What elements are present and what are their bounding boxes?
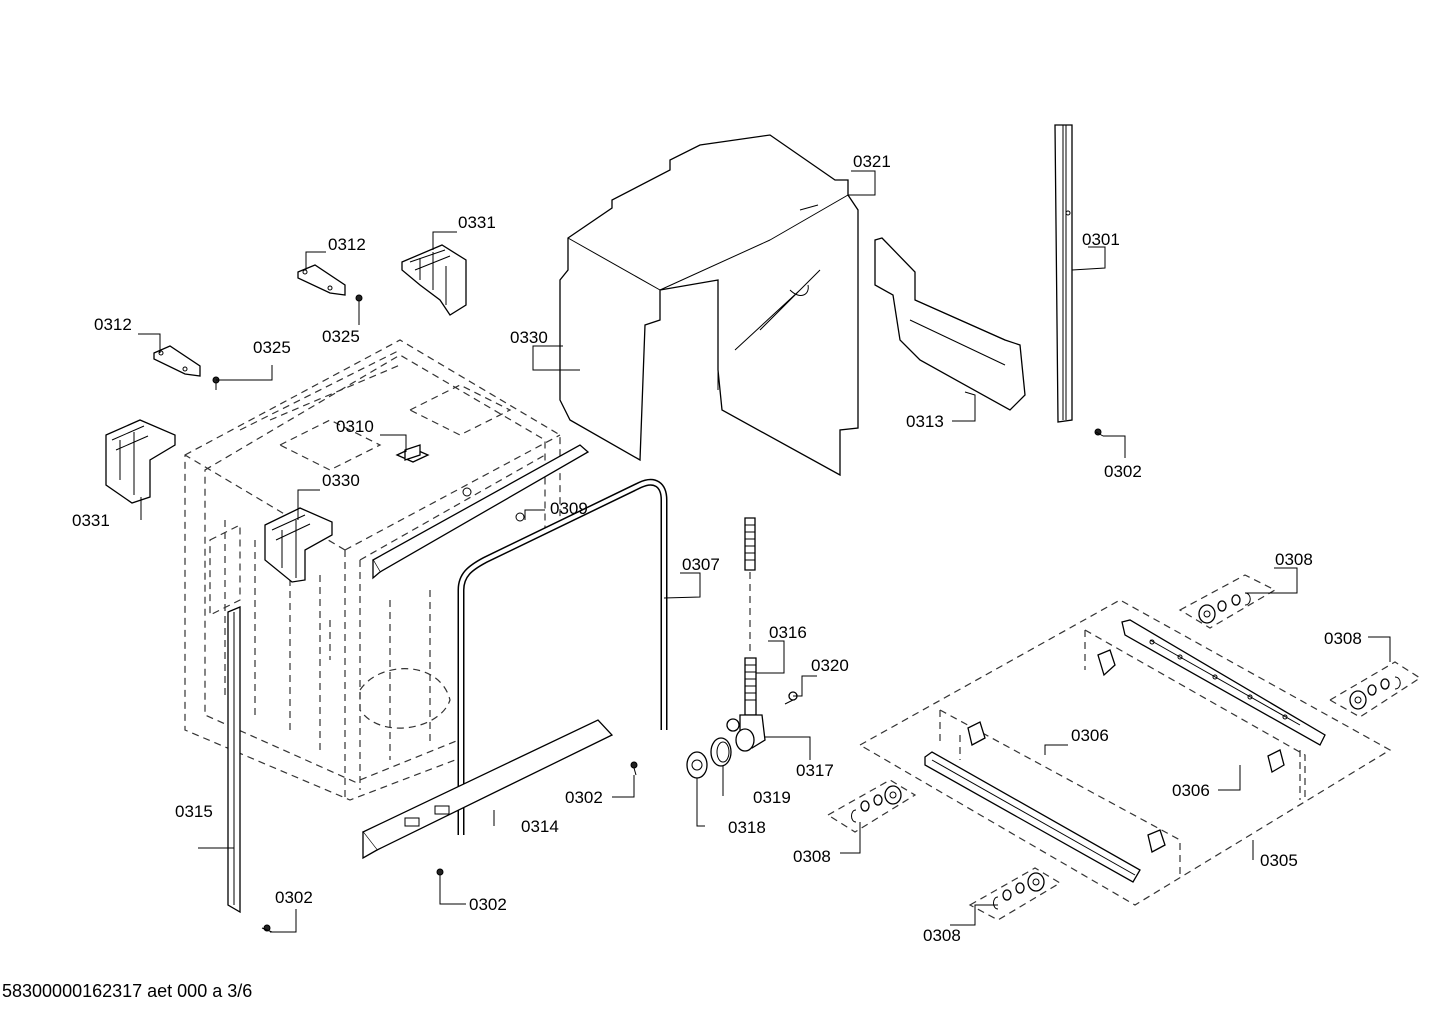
label-0318: 0318 [728,818,766,837]
part-0306-rail-upper [1121,619,1326,746]
label-0319: 0319 [753,788,791,807]
label-0308-bottom: 0308 [923,926,961,945]
label-0302-left: 0302 [275,888,313,907]
part-0309-rail [372,444,590,580]
label-0312-left: 0312 [94,315,132,334]
label-0330-left: 0330 [322,471,360,490]
part-0314-strip [361,719,614,860]
label-0306-lower: 0306 [1172,781,1210,800]
label-0316: 0316 [769,623,807,642]
part-0302-screws [261,428,1104,933]
label-0302-bottom: 0302 [469,895,507,914]
label-0306-upper: 0306 [1071,726,1109,745]
part-0313-panel [874,237,1026,411]
part-0307-gasket [457,478,668,835]
part-0306-rail-lower [924,751,1141,883]
label-0312-top: 0312 [328,235,366,254]
label-0308-left: 0308 [793,847,831,866]
document-reference: 58300000162317 aet 000 a 3/6 [2,981,252,1001]
label-0330-right: 0330 [510,328,548,347]
label-0325-left: 0325 [253,338,291,357]
label-0331-top: 0331 [458,213,496,232]
part-0316-hose [744,517,757,716]
part-0317-elbow [726,714,766,752]
part-0312-plate-left [153,345,201,377]
part-0306-clips [967,649,1285,853]
label-0301: 0301 [1082,230,1120,249]
label-0310: 0310 [336,417,374,436]
leader-lines [138,170,1391,933]
label-0302-center: 0302 [565,788,603,807]
part-0321-insulation [559,134,859,477]
part-0308-wheels-top [1198,592,1251,624]
part-0331-bracket-top [401,244,467,316]
part-0301-rail [1054,124,1073,423]
part-0305-frame [858,599,1392,906]
label-0314: 0314 [521,817,559,836]
part-0331-bracket-left [105,419,176,504]
label-0313: 0313 [906,412,944,431]
label-0331-left: 0331 [72,511,110,530]
part-0315-strip [227,606,241,914]
part-0330-bracket-left [264,507,333,583]
part-0308-wheels-bottom [993,872,1045,910]
label-0325-top: 0325 [322,327,360,346]
label-0309: 0309 [550,499,588,518]
part-0310-clip [395,444,430,463]
part-0308-wheels-right [1349,676,1401,710]
label-0302-right: 0302 [1104,462,1142,481]
part-0312-plate-top [297,264,346,296]
label-0308-right: 0308 [1324,629,1362,648]
label-0315: 0315 [175,802,213,821]
wheel-outlines [826,574,1422,921]
part-labels: 0301 0302 0302 0302 0302 0305 0306 0306 … [72,152,1362,945]
label-0308-top: 0308 [1275,550,1313,569]
part-0319-ring [710,737,732,767]
label-0321: 0321 [853,152,891,171]
part-0308-wheels-left [851,785,902,823]
label-0305: 0305 [1260,851,1298,870]
label-0317: 0317 [796,761,834,780]
label-0307: 0307 [682,555,720,574]
label-0320: 0320 [811,656,849,675]
part-0318-cap [686,751,708,779]
part-0320-screw [784,691,798,705]
